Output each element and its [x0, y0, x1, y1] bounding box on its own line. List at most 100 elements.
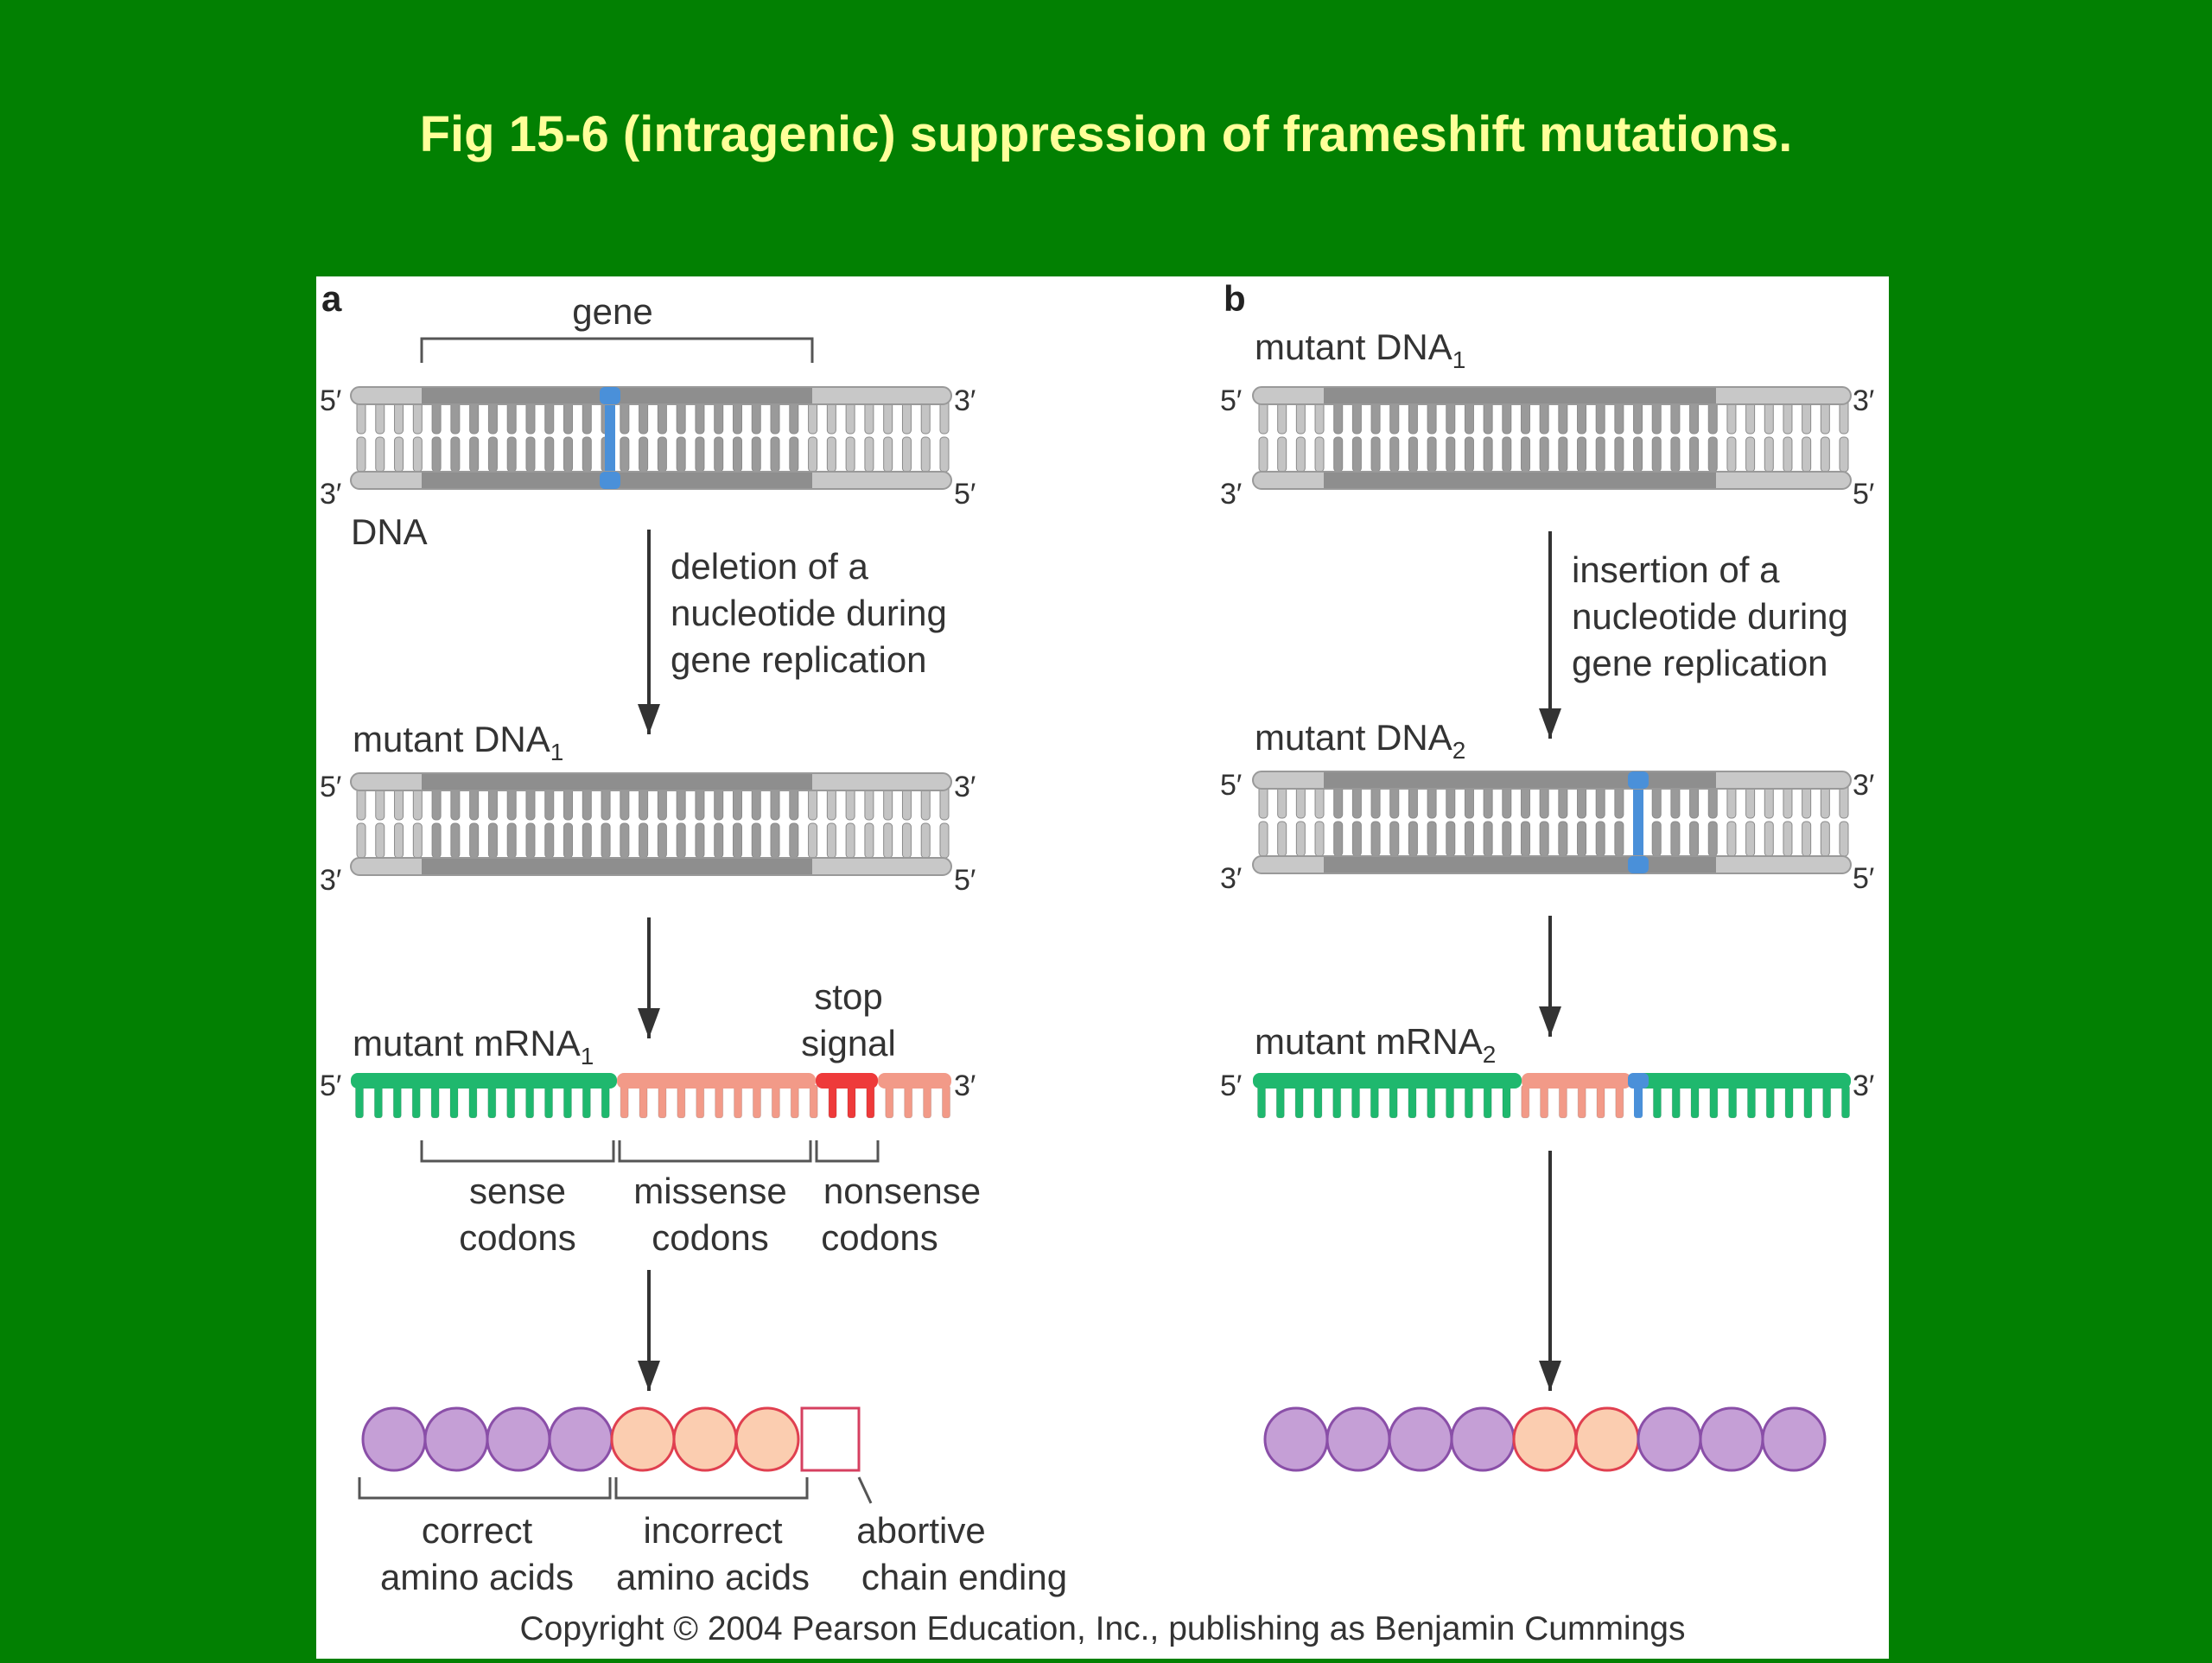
codon-base — [1690, 1084, 1700, 1119]
base-pair-bottom — [789, 822, 799, 859]
base-pair-bottom — [939, 822, 950, 859]
amino-acid-incorrect — [1512, 1406, 1578, 1472]
codon-base — [809, 1084, 818, 1119]
dna-b2-bottom-3-end: 3′ — [1220, 862, 1242, 895]
gene-label: gene — [572, 291, 652, 332]
codon-base — [1784, 1084, 1794, 1119]
base-pair-bottom — [356, 822, 366, 859]
base-pair-bottom — [920, 822, 931, 859]
codon-base — [677, 1084, 686, 1119]
codon-base — [1577, 1084, 1586, 1119]
base-pair-bottom — [751, 822, 761, 859]
codon-base — [715, 1084, 724, 1119]
base-pair-bottom — [1314, 821, 1325, 857]
codon-base — [847, 1084, 856, 1119]
base-pair-bottom — [751, 436, 761, 473]
base-pair-bottom — [1689, 821, 1700, 857]
base-pair-bottom — [1351, 821, 1362, 857]
codon-base — [658, 1084, 667, 1119]
base-pair-bottom — [1839, 821, 1849, 857]
base-pair-bottom — [563, 822, 574, 859]
dna-a2-top-3-end: 3′ — [954, 771, 976, 803]
dna-a1-top-3-end: 3′ — [954, 384, 976, 417]
base-pair-bottom — [826, 436, 836, 473]
nonsense-codons-line-2: codons — [821, 1217, 938, 1258]
base-pair-bottom — [375, 822, 385, 859]
base-pair-bottom — [469, 436, 480, 473]
base-pair-bottom — [525, 822, 536, 859]
dna-a1-top-5-end: 5′ — [320, 384, 341, 417]
amino-acid-correct — [548, 1406, 613, 1472]
base-pair-bottom — [1333, 821, 1344, 857]
base-pair-bottom — [1707, 436, 1718, 473]
base-pair-bottom — [1464, 821, 1474, 857]
base-pair-bottom — [487, 822, 498, 859]
base-pair-bottom — [412, 436, 423, 473]
codon-base — [411, 1084, 421, 1119]
base-pair-bottom — [1633, 436, 1643, 473]
dna-strand-top-gene — [1324, 772, 1716, 788]
codon-base — [1351, 1084, 1361, 1119]
protein-chain-a — [361, 1406, 861, 1472]
base-pair-bottom — [1277, 436, 1287, 473]
base-pair-bottom — [1577, 436, 1587, 473]
copyright-notice: Copyright © 2004 Pearson Education, Inc.… — [520, 1610, 1686, 1647]
arrow-b3-head — [1539, 1361, 1561, 1391]
base-pair-bottom — [1802, 821, 1812, 857]
base-pair-bottom — [845, 822, 855, 859]
dna-strand-bottom-gene — [422, 859, 812, 874]
base-pair-bottom — [1745, 821, 1756, 857]
codon-base — [1841, 1084, 1850, 1119]
codon-base — [885, 1084, 894, 1119]
codon-base — [942, 1084, 950, 1119]
base-pair-bottom — [394, 822, 404, 859]
abortive-line-1: abortive — [856, 1510, 985, 1551]
codon-base — [1521, 1084, 1530, 1119]
base-pair-bottom — [826, 822, 836, 859]
base-pair-bottom — [1483, 436, 1493, 473]
codon-base — [1502, 1084, 1511, 1119]
base-pair-bottom — [1595, 436, 1605, 473]
base-pair-bottom — [1408, 821, 1418, 857]
base-pair-bottom — [695, 436, 705, 473]
codon-base — [1558, 1084, 1567, 1119]
codon-base — [696, 1084, 705, 1119]
codon-base — [734, 1084, 743, 1119]
base-pair-bottom — [1446, 436, 1456, 473]
base-pair-bottom — [1670, 821, 1681, 857]
dna-duplex-b-mutant-2 — [1252, 771, 1852, 874]
base-pair-bottom — [676, 822, 686, 859]
codon-base — [506, 1084, 516, 1119]
dna-label: DNA — [351, 511, 428, 552]
insertion-text-line-3: gene replication — [1572, 643, 1828, 683]
mutation-site — [600, 472, 620, 489]
base-pair-bottom — [901, 822, 912, 859]
codon-base — [1483, 1084, 1492, 1119]
base-pair-bottom — [920, 436, 931, 473]
base-pair-bottom — [563, 436, 574, 473]
codon-base — [525, 1084, 535, 1119]
dna-duplex-mutant-1 — [350, 772, 952, 876]
dna-a2-top-5-end: 5′ — [320, 771, 341, 803]
base-pair-bottom — [1577, 821, 1587, 857]
mutation-site — [600, 387, 620, 404]
base-pair-bottom — [1333, 436, 1344, 473]
panel-a-letter: a — [321, 278, 342, 319]
codon-base — [866, 1084, 875, 1119]
correct-amino-line-1: correct — [422, 1510, 533, 1551]
base-pair-bottom — [1295, 821, 1306, 857]
base-pair-bottom — [1520, 821, 1530, 857]
base-pair-bottom — [1408, 436, 1418, 473]
panel-a: a gene 5′ 3′ 3′ 5′ DNA deletion of a nuc… — [320, 278, 1067, 1597]
codon-base — [1446, 1084, 1455, 1119]
dna-strand-bottom-gene — [1324, 473, 1716, 488]
amino-acid-correct — [1637, 1406, 1702, 1472]
base-pair-bottom — [1314, 436, 1325, 473]
dna-b1-bottom-3-end: 3′ — [1220, 478, 1242, 511]
base-pair-bottom — [901, 436, 912, 473]
base-pair-bottom — [1351, 436, 1362, 473]
base-pair-bottom — [639, 436, 649, 473]
base-pair-bottom — [1820, 821, 1830, 857]
base-pair-bottom — [1764, 821, 1774, 857]
base-pair-bottom — [1783, 436, 1793, 473]
